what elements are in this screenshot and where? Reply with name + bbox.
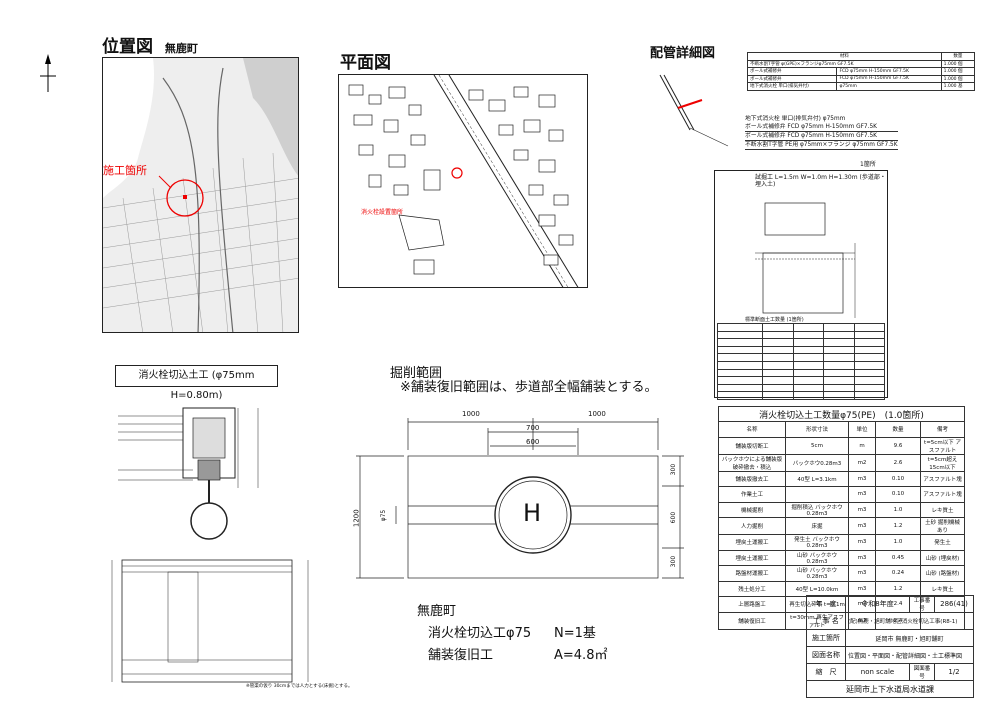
dim-600-right: 600 [670, 511, 678, 524]
footnote: ※管渠の仮り 30cmまでは人力とする(床掘)とする。 [246, 684, 353, 689]
excavation-title: 掘削範囲 [390, 366, 443, 381]
dim-1000-left: 1000 [462, 410, 480, 418]
dim-1200: 1200 [352, 509, 361, 528]
plan-label: 消火栓設置箇所 [361, 209, 404, 216]
title-block: 年 度 令和8年度 工事番号 286(41) 工 事 名(配)無鹿・旭町舗地区消… [806, 595, 974, 698]
trial-title: 試掘工 L=1.5m W=1.0m H=1.30m (歩道部・埋入土) [755, 174, 886, 189]
site-label: 施工箇所 [103, 164, 147, 177]
dim-300-bottom: 300 [670, 555, 678, 568]
pipe-labels: 地下式消火栓 単口(排気弁付) φ75mm ボール式補修弁 FCD φ75mm … [745, 116, 898, 150]
trial-sub-title: 標準断面土工数量 (1箇所) [745, 317, 804, 323]
plan-map: 消火栓設置箇所 [338, 74, 588, 288]
trial-excavation: 試掘工 L=1.5m W=1.0m H=1.30m (歩道部・埋入土) 標準断面… [714, 170, 888, 400]
excavation-note: ※舗装復旧範囲は、歩道部全幅舗装とする。 [400, 380, 658, 395]
section-title-box: 消火栓切込土工 (φ75mm H=0.80m) [115, 365, 278, 401]
dim-1000-right: 1000 [588, 410, 606, 418]
north-arrow-icon [36, 52, 60, 94]
dim-700: 700 [526, 424, 540, 432]
dim-600: 600 [526, 438, 540, 446]
location-map-title: 位置図 無鹿町 [102, 37, 198, 57]
summary-town: 無鹿町 [417, 604, 457, 619]
detail-title: 配管詳細図 [650, 46, 716, 61]
dim-dia: φ75 [380, 509, 388, 522]
hydrant-marker: H [523, 499, 542, 527]
trench-section-drawing [98, 550, 358, 690]
excavation-plan: H 1000 1000 700 600 1200 φ75 300 600 300 [350, 410, 690, 585]
location-map: 施工箇所 [102, 57, 299, 333]
dim-300-top: 300 [670, 463, 678, 476]
pipe-diagram [650, 70, 730, 150]
hydrant-section-drawing [118, 398, 278, 543]
trial-count: 1箇所 [860, 161, 876, 168]
plan-title: 平面図 [340, 53, 391, 73]
trial-subtable [717, 323, 885, 400]
